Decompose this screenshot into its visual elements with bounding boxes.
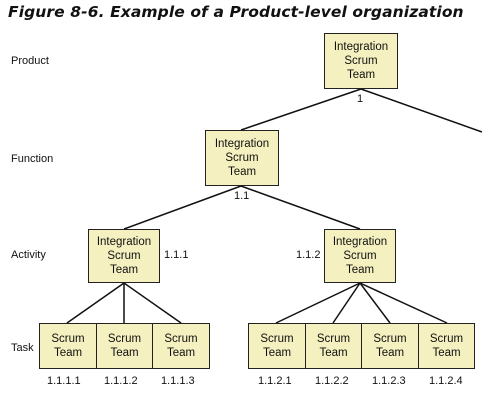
node-activity-2-number: 1.1.2	[296, 249, 321, 261]
node-product-line-1: Integration	[333, 41, 389, 53]
node-task-3: Scrum Team	[152, 323, 210, 369]
connector-product-function	[240, 88, 362, 131]
node-activity-1-line-2: Scrum	[107, 250, 141, 262]
node-task-1-line-2: Team	[53, 347, 83, 359]
node-task-7-line-2: Team	[432, 347, 461, 359]
node-task-6: Scrum Team	[361, 323, 419, 369]
node-task-6-line-1: Scrum	[373, 333, 407, 345]
connector-activity2-task6	[359, 282, 391, 324]
level-label-product: Product	[11, 55, 49, 67]
figure-title: Figure 8-6. Example of a Product-level o…	[8, 3, 464, 21]
connector-product-offpage	[360, 88, 483, 133]
node-activity-1-line-3: Team	[109, 264, 139, 276]
node-function-number: 1.1	[234, 190, 250, 202]
node-task-2-number: 1.1.1.2	[104, 375, 138, 387]
node-task-3-line-1: Scrum	[164, 333, 198, 345]
node-task-4: Scrum Team	[248, 323, 306, 369]
level-label-task: Task	[11, 342, 34, 354]
connector-activity2-task7	[359, 282, 448, 324]
node-task-5-line-1: Scrum	[316, 333, 351, 345]
node-product-line-2: Scrum	[344, 55, 378, 67]
node-activity-2: Integration Scrum Team	[324, 229, 396, 283]
node-function: Integration Scrum Team	[205, 130, 279, 186]
node-task-7-number: 1.1.2.4	[429, 375, 463, 387]
node-task-3-line-2: Team	[166, 347, 196, 359]
node-task-5-line-2: Team	[319, 347, 348, 359]
node-activity-1: Integration Scrum Team	[88, 229, 160, 283]
level-label-function: Function	[11, 153, 54, 165]
node-task-7: Scrum Team	[418, 323, 475, 369]
level-label-activity: Activity	[11, 249, 46, 261]
node-activity-1-number: 1.1.1	[164, 249, 189, 261]
node-task-6-number: 1.1.2.3	[372, 375, 406, 387]
node-task-5: Scrum Team	[305, 323, 362, 369]
node-product-number: 1	[357, 93, 364, 105]
node-function-line-2: Scrum	[225, 152, 259, 164]
node-product: Integration Scrum Team	[324, 33, 398, 89]
node-task-4-line-2: Team	[262, 347, 292, 359]
node-task-5-number: 1.1.2.2	[315, 375, 349, 387]
node-activity-2-line-1: Integration	[332, 236, 388, 248]
connector-function-activity-2	[240, 185, 361, 230]
connector-activity1-task1	[66, 282, 125, 324]
node-task-2-line-1: Scrum	[107, 333, 142, 345]
node-function-line-3: Team	[227, 166, 257, 178]
connector-activity2-task4	[275, 282, 361, 324]
node-task-6-line-2: Team	[375, 347, 405, 359]
node-task-1: Scrum Team	[39, 323, 97, 369]
node-task-3-number: 1.1.1.3	[161, 375, 195, 387]
connector-function-activity-1	[123, 185, 242, 230]
node-task-4-line-1: Scrum	[260, 333, 294, 345]
node-task-4-number: 1.1.2.1	[258, 375, 292, 387]
node-product-line-3: Team	[346, 69, 376, 81]
node-activity-2-line-3: Team	[345, 264, 375, 276]
node-task-1-line-1: Scrum	[51, 333, 85, 345]
node-activity-1-line-1: Integration	[96, 236, 152, 248]
connector-activity2-task5	[332, 282, 361, 324]
node-task-1-number: 1.1.1.1	[47, 375, 81, 387]
node-task-7-line-1: Scrum	[429, 333, 464, 345]
node-activity-2-line-2: Scrum	[343, 250, 377, 262]
connector-activity1-task3	[123, 282, 182, 324]
node-task-2: Scrum Team	[96, 323, 153, 369]
node-function-line-1: Integration	[214, 138, 270, 150]
node-task-2-line-2: Team	[110, 347, 139, 359]
